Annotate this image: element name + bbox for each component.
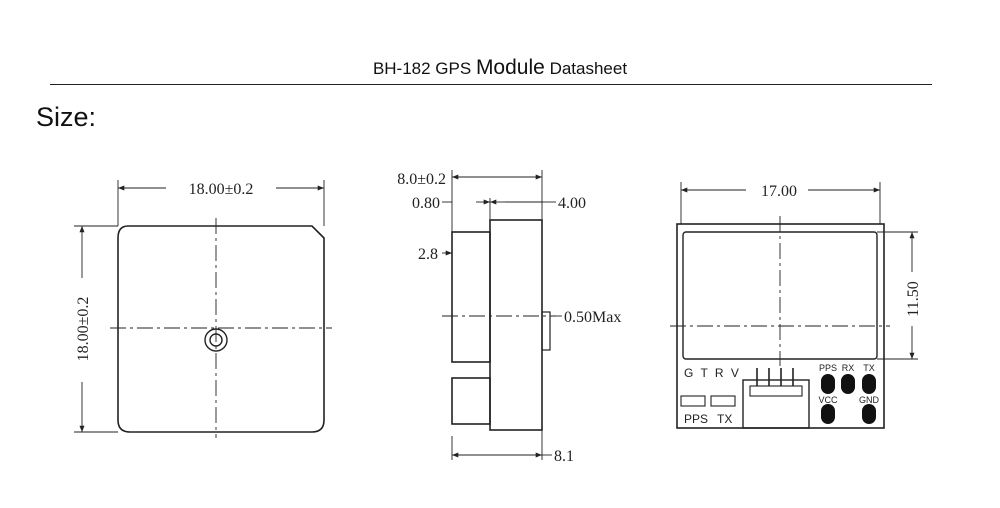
pad-vcc xyxy=(821,404,835,424)
pad-label-vcc: VCC xyxy=(818,395,838,405)
pad-tx xyxy=(862,374,876,394)
side-board-block xyxy=(489,219,543,431)
title-underline xyxy=(50,84,932,85)
title-part-datasheet: Datasheet xyxy=(549,59,628,78)
back-height-dim: 11.50 xyxy=(905,281,922,316)
title-part-module: Module xyxy=(475,56,545,79)
side-protrusion xyxy=(541,311,551,351)
feed-pin-outer xyxy=(204,328,228,352)
side-antenna-block xyxy=(451,231,491,363)
antenna-outline xyxy=(117,225,325,433)
side-connector-depth: 8.1 xyxy=(554,448,574,465)
connector-pin-labels: G T R V xyxy=(684,366,741,380)
front-view xyxy=(74,180,332,438)
pad-label-pps: PPS xyxy=(819,363,837,373)
front-height-dim: 18.00±0.2 xyxy=(75,297,92,362)
pad-label-gnd: GND xyxy=(859,395,880,405)
side-antenna-height: 2.8 xyxy=(418,246,438,263)
silk-label-pps: PPS xyxy=(684,412,708,426)
back-view xyxy=(670,182,918,429)
pad-rx xyxy=(841,374,855,394)
pad-gnd xyxy=(862,404,876,424)
pad-label-rx: RX xyxy=(842,363,855,373)
front-width-dim: 18.00±0.2 xyxy=(189,181,254,198)
silk-label-tx: TX xyxy=(717,412,732,426)
side-max-protrusion: 0.50Max xyxy=(564,309,621,326)
side-board-thickness: 4.00 xyxy=(558,195,586,212)
solder-pads xyxy=(821,374,876,424)
feed-pin-inner xyxy=(209,333,223,347)
section-label: Size: xyxy=(36,102,97,132)
side-view xyxy=(442,170,562,460)
side-connector-block xyxy=(451,377,491,425)
pad-pps xyxy=(821,374,835,394)
pad-label-tx: TX xyxy=(863,363,875,373)
silk-box-tx xyxy=(710,395,736,407)
pin-header xyxy=(742,379,810,429)
page-title: BH-182 GPS Module Datasheet xyxy=(0,57,1000,80)
back-width-dim: 17.00 xyxy=(761,183,797,200)
side-total-thickness: 8.0±0.2 xyxy=(397,171,446,188)
side-antenna-offset: 0.80 xyxy=(412,195,440,212)
silk-box-pps xyxy=(680,395,706,407)
title-part-model: BH-182 GPS xyxy=(372,59,472,78)
